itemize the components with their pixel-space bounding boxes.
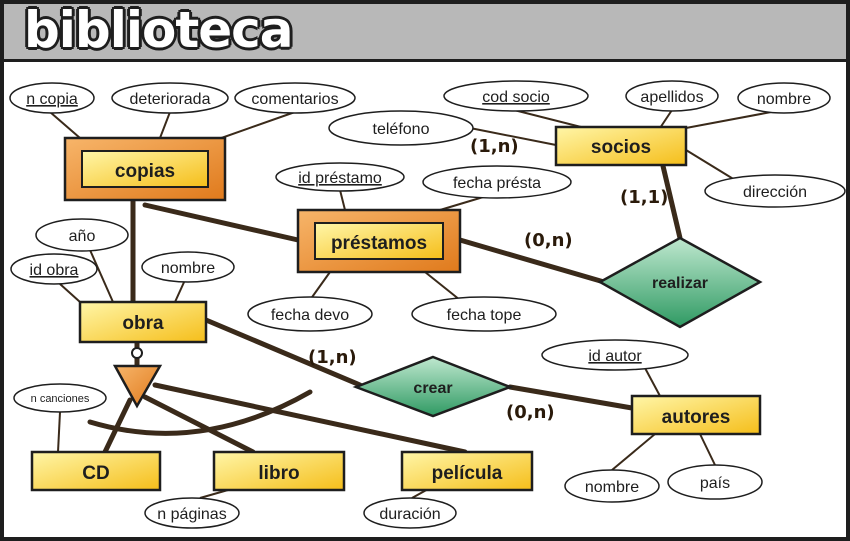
attr-anio-label: año <box>69 228 96 245</box>
entity-pelicula-label: película <box>432 463 503 484</box>
attr-direccion-label: dirección <box>743 184 807 201</box>
entity-libro: libro <box>212 450 346 492</box>
relationship-lines <box>87 163 683 455</box>
line-isa-arc <box>87 389 313 436</box>
line-obra-crear <box>203 317 363 388</box>
relationship-realizar: realizar <box>597 236 763 329</box>
attr-n-copia-label: n copia <box>26 91 78 108</box>
attr-deteriorada: deteriorada <box>111 82 229 114</box>
attr-telefono-label: teléfono <box>373 121 430 138</box>
attr-duracion: duración <box>363 497 457 529</box>
attr-fecha-devo: fecha devo <box>247 296 373 332</box>
attr-pais: país <box>667 464 763 500</box>
attr-deteriorada-label: deteriorada <box>130 91 211 108</box>
entity-copias: copias <box>63 136 227 202</box>
entity-libro-label: libro <box>258 463 299 484</box>
line-isa-libro <box>142 394 256 455</box>
cardinality-obra-crear: (1,n) <box>308 347 357 368</box>
line-isa-pelicula <box>152 382 468 455</box>
line-crear-autores <box>507 384 635 411</box>
attr-id-obra: id obra <box>10 253 98 285</box>
entity-cd: CD <box>30 450 162 492</box>
attr-fecha-tope-label: fecha tope <box>447 307 522 324</box>
attr-nombre-obra: nombre <box>141 251 235 283</box>
attr-direccion: dirección <box>704 174 846 208</box>
isa-triangle <box>112 347 163 409</box>
attr-telefono: teléfono <box>328 110 474 146</box>
entity-prestamos: préstamos <box>296 208 462 274</box>
attr-apellidos: apellidos <box>625 80 719 112</box>
attr-n-copia: n copia <box>9 82 95 114</box>
relationship-realizar-label: realizar <box>652 275 708 292</box>
attr-n-paginas: n páginas <box>144 497 240 529</box>
entity-obra: obra <box>78 300 208 344</box>
cardinality-crear-autores: (0,n) <box>506 402 555 423</box>
cardinality-socios-realizar: (1,n) <box>470 136 519 157</box>
attr-nombre-autor: nombre <box>564 469 660 503</box>
entity-copias-label: copias <box>115 161 175 182</box>
attr-id-autor: id autor <box>541 339 689 371</box>
attr-fecha-presta-label: fecha présta <box>453 175 541 192</box>
line-isa-cd <box>102 397 133 455</box>
title-bar: biblioteca <box>4 1 846 62</box>
attr-n-canciones: n canciones <box>13 383 107 413</box>
entity-autores-label: autores <box>662 407 731 428</box>
diagram-title: biblioteca <box>24 1 294 59</box>
cardinality-prestamos-realizar: (0,n) <box>524 230 573 251</box>
attr-fecha-tope: fecha tope <box>411 296 557 332</box>
entity-autores: autores <box>630 394 762 436</box>
line-prestamos-realizar <box>457 237 607 285</box>
line-realizar-socios <box>660 163 683 241</box>
attr-nombre-obra-label: nombre <box>161 260 215 277</box>
attr-nombre-autor-label: nombre <box>585 479 639 496</box>
attr-id-prestamo: id préstamo <box>275 162 405 192</box>
attr-fecha-devo-label: fecha devo <box>271 307 349 324</box>
attr-nombre-socio-label: nombre <box>757 91 811 108</box>
attr-pais-label: país <box>700 475 730 492</box>
relationship-crear: crear <box>352 355 514 418</box>
attr-cod-socio-label: cod socio <box>482 89 550 106</box>
attr-comentarios: comentarios <box>234 82 356 114</box>
attr-duracion-label: duración <box>379 506 440 523</box>
attr-nombre-socio: nombre <box>737 82 831 114</box>
entity-socios: socios <box>554 125 688 167</box>
attr-id-obra-label: id obra <box>30 262 79 279</box>
cardinality-realizar-socios: (1,1) <box>620 187 668 208</box>
entity-prestamos-label: préstamos <box>331 233 427 254</box>
attr-cod-socio: cod socio <box>443 80 589 112</box>
entity-pelicula: película <box>400 450 534 492</box>
line-copias-prestamos <box>142 202 301 243</box>
attr-id-prestamo-label: id préstamo <box>298 170 382 187</box>
attr-anio: año <box>35 218 129 252</box>
attr-apellidos-label: apellidos <box>640 89 703 106</box>
relationship-crear-label: crear <box>413 380 452 397</box>
attr-n-paginas-label: n páginas <box>157 506 226 523</box>
attr-comentarios-label: comentarios <box>251 91 338 108</box>
attr-n-canciones-label: n canciones <box>31 393 90 405</box>
attr-fecha-presta: fecha présta <box>422 165 572 199</box>
entity-obra-label: obra <box>122 313 164 334</box>
entity-socios-label: socios <box>591 137 651 158</box>
entity-cd-label: CD <box>82 463 109 484</box>
attr-id-autor-label: id autor <box>588 348 642 365</box>
